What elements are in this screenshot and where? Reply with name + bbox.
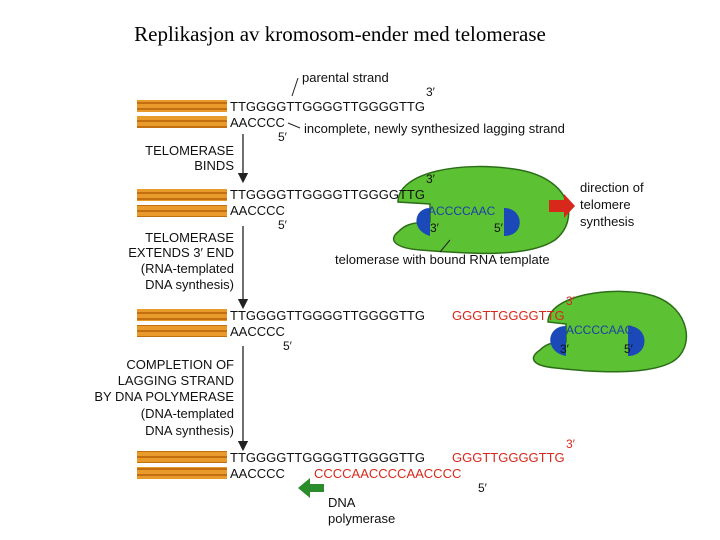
rna-template-left-2 (550, 326, 566, 356)
sequence-bottom-4-red: CCCCAACCCCAACCCC (314, 466, 461, 481)
dna-duplex-bottom-2 (137, 205, 227, 217)
rna-template-sequence-2: ACCCCAAC (566, 323, 634, 337)
rna-template-right-1 (504, 208, 520, 236)
prime-5-label-2: 5′ (278, 218, 288, 232)
sequence-bottom-2: AACCCC (230, 203, 285, 218)
completion-label-3: BY DNA POLYMERASE (94, 389, 234, 404)
direction-label-1: direction of (580, 180, 644, 195)
sequence-bottom-3: AACCCC (230, 324, 285, 339)
completion-label-1: COMPLETION OF (126, 357, 234, 372)
prime-3-label-4: 3′ (566, 437, 576, 451)
polymerase-label-2: polymerase (328, 511, 395, 526)
telomerase-binds-label-2: BINDS (194, 158, 234, 173)
sequence-bottom-4-black: AACCCC (230, 466, 285, 481)
telomerase-binds-label-1: TELOMERASE (145, 143, 234, 158)
sequence-top-3-black: TTGGGGTTGGGGTTGGGGTTG (230, 308, 425, 323)
stage-2: 3′ TTGGGGTTGGGGTTGGGGTTG AACCCC 5′ ACCCC… (137, 165, 644, 267)
rna-prime-5: 5′ (494, 221, 504, 235)
rna-prime-3-2: 3′ (560, 342, 570, 356)
direction-arrow-icon (549, 194, 575, 218)
sequence-top-2: TTGGGGTTGGGGTTGGGGTTG (230, 187, 425, 202)
direction-label-3: synthesis (580, 214, 635, 229)
prime-3-label-2: 3′ (426, 172, 436, 186)
page-title: Replikasjon av kromosom-ender med telome… (134, 22, 546, 46)
sequence-top-3-red: GGGTTGGGGTTG (452, 308, 565, 323)
polymerase-label-1: DNA (328, 495, 356, 510)
prime-5-label-4: 5′ (478, 481, 488, 495)
sequence-top-4-red: GGGTTGGGGTTG (452, 450, 565, 465)
stage-1: parental strand 3′ TTGGGGTTGGGGTTGGGGTTG… (137, 70, 565, 144)
stage-3: 3′ TTGGGGTTGGGGTTGGGGTTG GGGTTGGGGTTG AA… (137, 290, 688, 373)
rna-template-right-2 (628, 326, 645, 356)
rna-template-sequence-1: ACCCCAAC (428, 204, 496, 218)
completion-label-4: (DNA-templated (141, 406, 234, 421)
dna-duplex-bottom-3 (137, 325, 227, 337)
dna-duplex-top-3 (137, 309, 227, 321)
completion-label-2: LAGGING STRAND (118, 373, 234, 388)
parental-strand-label: parental strand (302, 70, 389, 85)
extends-label-4: DNA synthesis) (145, 277, 234, 292)
dna-duplex-top-1 (137, 100, 227, 112)
prime-3-label-3: 3′ (566, 294, 576, 308)
dna-duplex-top-4 (137, 451, 227, 463)
prime-5-label-3: 5′ (283, 339, 293, 353)
stage-4: 3′ TTGGGGTTGGGGTTGGGGTTG GGGTTGGGGTTG AA… (137, 437, 576, 526)
telomerase-enzyme-2 (532, 290, 688, 373)
sequence-bottom-1: AACCCC (230, 115, 285, 130)
extends-label-1: TELOMERASE (145, 230, 234, 245)
rna-template-left-1 (416, 208, 430, 236)
extends-label-3: (RNA-templated (141, 261, 234, 276)
telomerase-enzyme-1 (392, 165, 570, 255)
prime-5-label: 5′ (278, 130, 288, 144)
incomplete-strand-label: incomplete, newly synthesized lagging st… (304, 121, 565, 136)
sequence-top-1: TTGGGGTTGGGGTTGGGGTTG (230, 99, 425, 114)
completion-label-5: DNA synthesis) (145, 423, 234, 438)
dna-duplex-bottom-1 (137, 116, 227, 128)
dna-duplex-top-2 (137, 189, 227, 201)
extends-label-2: EXTENDS 3′ END (128, 245, 234, 260)
direction-label-2: telomere (580, 197, 631, 212)
telomerase-rna-label: telomerase with bound RNA template (335, 252, 550, 267)
polymerase-arrow-icon (298, 478, 324, 498)
sequence-top-4-black: TTGGGGTTGGGGTTGGGGTTG (230, 450, 425, 465)
prime-3-label: 3′ (426, 85, 436, 99)
rna-prime-5-2: 5′ (624, 342, 634, 356)
dna-duplex-bottom-4 (137, 467, 227, 479)
rna-prime-3: 3′ (430, 221, 440, 235)
